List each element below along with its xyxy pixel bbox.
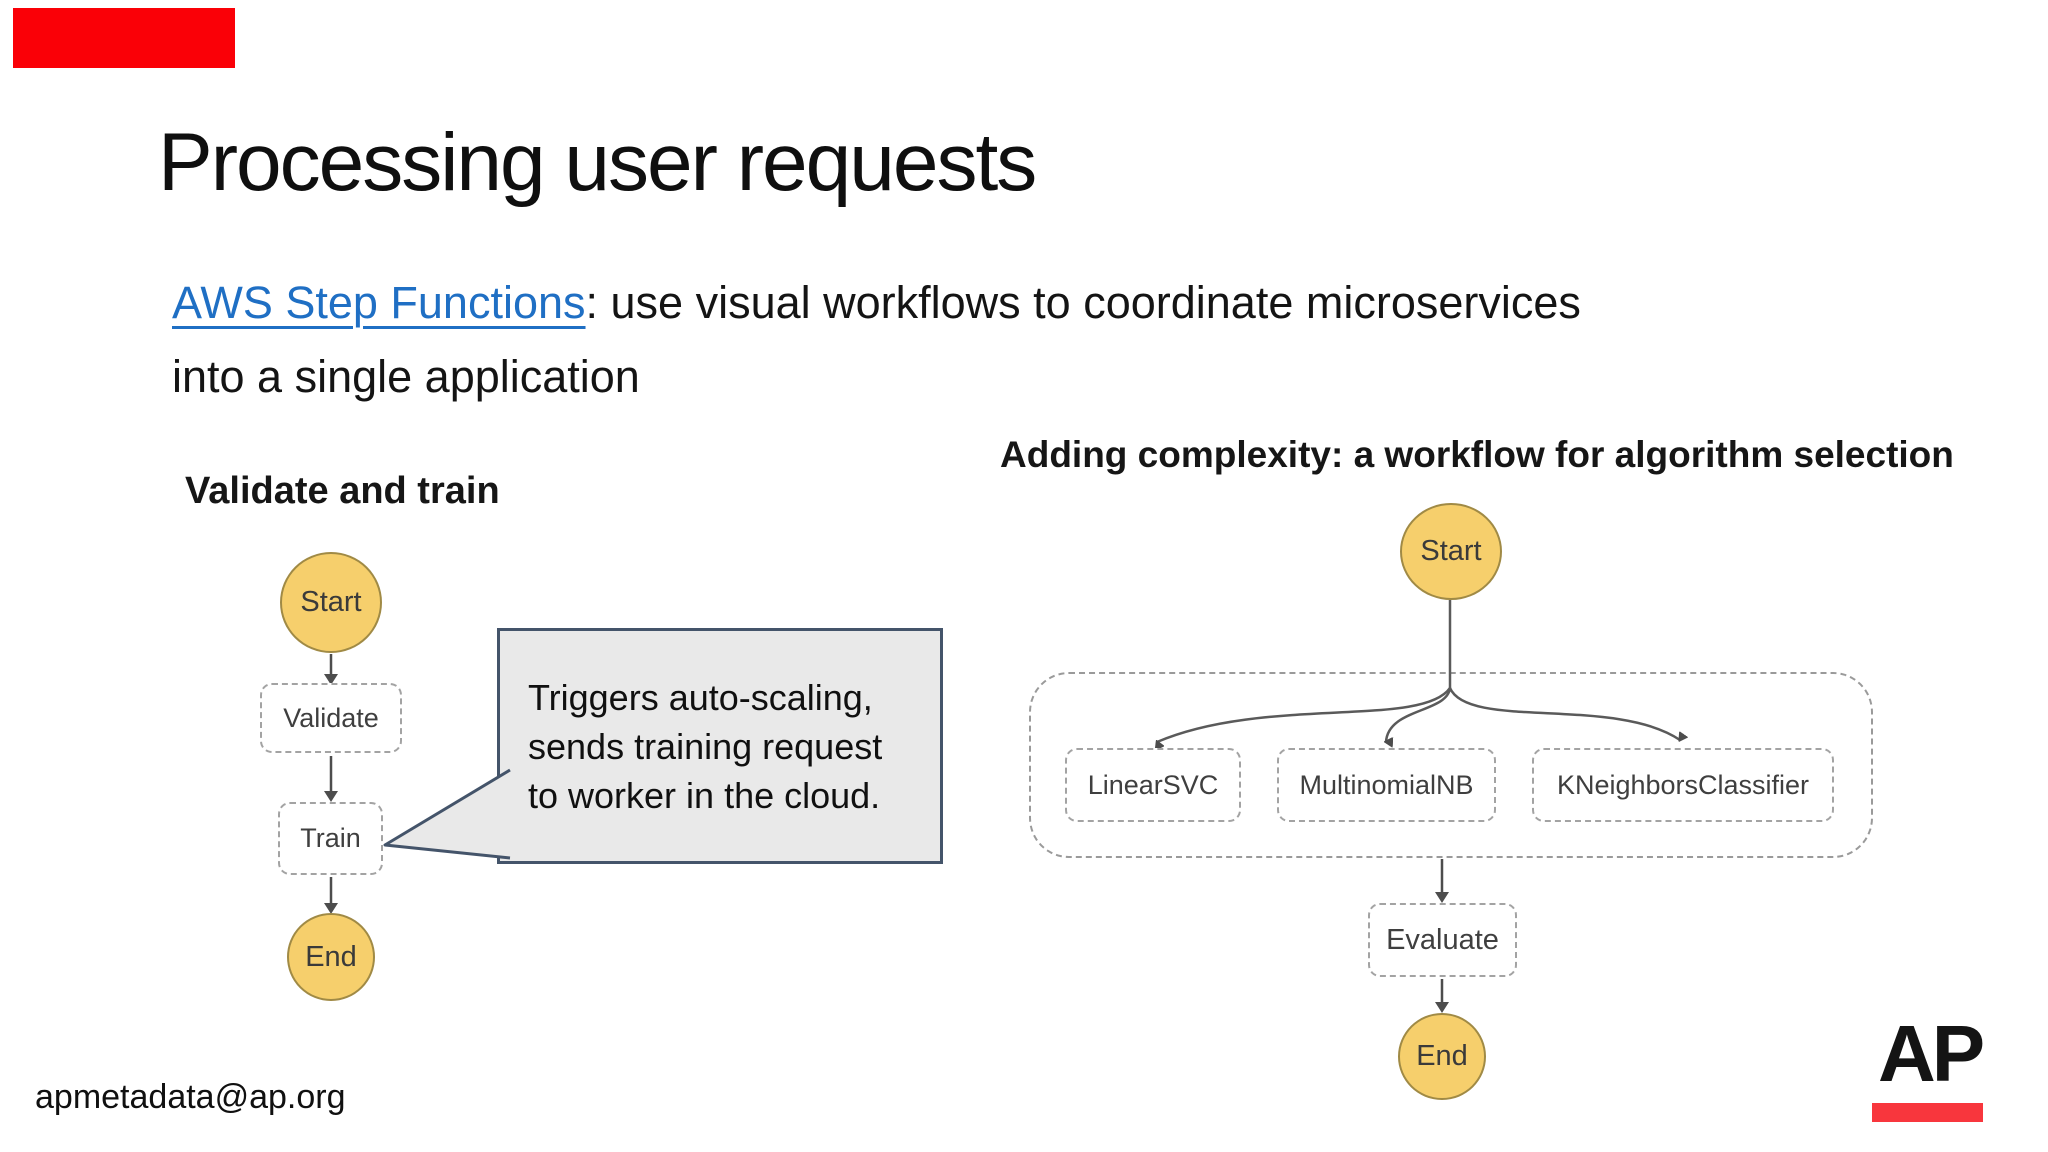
branch-label-linearsvc: LinearSVC	[1087, 769, 1219, 800]
right-diagram-heading: Adding complexity: a workflow for algori…	[1000, 434, 1954, 475]
left-validate-label: Validate	[283, 702, 379, 733]
footer-email: apmetadata@ap.org	[35, 1078, 346, 1116]
arrow-start-to-validate	[324, 654, 338, 685]
branch-node-linearsvc: LinearSVC	[1065, 748, 1241, 822]
top-left-red-accent	[13, 8, 235, 68]
intro-line1-rest: : use visual workflows to coordinate mic…	[585, 277, 1581, 328]
branch-node-multinomialnb: MultinomialNB	[1277, 748, 1496, 822]
branch-connectors	[1020, 600, 1880, 764]
left-train-node: Train	[278, 802, 383, 875]
right-evaluate-label: Evaluate	[1386, 923, 1499, 956]
right-start-label: Start	[1420, 535, 1482, 567]
left-end-label: End	[305, 940, 357, 973]
right-start-node: Start	[1400, 503, 1502, 600]
left-start-node: Start	[280, 552, 382, 653]
branch-label-multinomialnb: MultinomialNB	[1299, 769, 1474, 800]
right-end-label: End	[1416, 1040, 1468, 1072]
branch-label-kneighborsclassifier: KNeighborsClassifier	[1556, 769, 1810, 800]
arrow-evaluate-to-end	[1435, 979, 1449, 1013]
arrow-container-to-evaluate	[1435, 859, 1449, 903]
callout-text: Triggers auto-scaling, sends training re…	[528, 676, 883, 816]
intro-line1: AWS Step Functions: use visual workflows…	[172, 266, 1932, 340]
left-diagram-heading: Validate and train	[185, 470, 500, 512]
left-train-label: Train	[300, 823, 361, 853]
right-end-node: End	[1398, 1013, 1486, 1100]
branch-node-kneighborsclassifier: KNeighborsClassifier	[1532, 748, 1834, 822]
ap-logo: AP	[1878, 1009, 1985, 1098]
callout-tail	[383, 768, 511, 860]
left-start-label: Start	[300, 586, 362, 618]
ap-logo-red-underline	[1872, 1103, 1983, 1122]
page-title: Processing user requests	[158, 117, 1037, 208]
arrow-train-to-end	[324, 877, 338, 914]
aws-step-functions-link[interactable]: AWS Step Functions	[172, 277, 586, 328]
left-validate-node: Validate	[260, 683, 402, 753]
right-evaluate-node: Evaluate	[1368, 903, 1517, 977]
arrow-validate-to-train	[324, 756, 338, 802]
callout-bubble: Triggers auto-scaling, sends training re…	[497, 628, 943, 864]
left-end-node: End	[287, 913, 375, 1001]
intro-paragraph: AWS Step Functions: use visual workflows…	[172, 266, 1932, 414]
intro-line2: into a single application	[172, 351, 640, 402]
